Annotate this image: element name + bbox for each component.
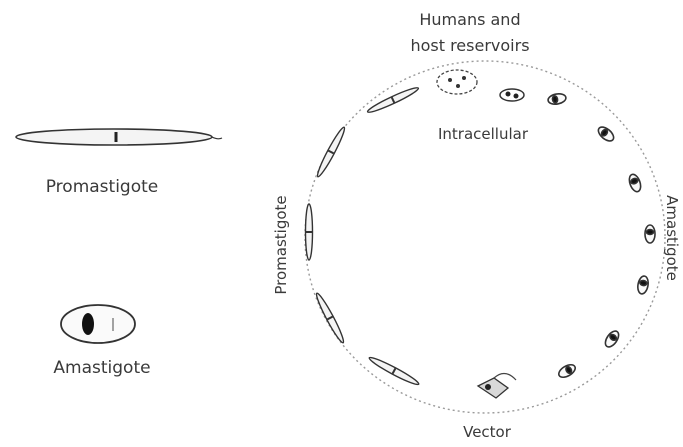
promastigote-stage-label: Promastigote [272,195,290,294]
legend-amastigote-figure [61,305,135,343]
legend-promastigote-label: Promastigote [46,177,159,197]
intracellular-label: Intracellular [438,125,529,143]
promastigote-stage-figures [306,85,421,387]
life-cycle-ring [305,61,665,413]
legend-amastigote-label: Amastigote [53,358,150,378]
host-macrophage-figure [437,70,524,101]
amastigote-stage-label: Amastigote [663,195,681,281]
legend-promastigote-figure [16,129,222,145]
vector-label: Vector [463,423,512,441]
hosts-label-line2: host reservoirs [410,36,529,55]
amastigote-stage-figures [547,93,655,380]
vector-sandfly-figure [478,373,516,398]
hosts-label-line1: Humans and [419,10,520,29]
